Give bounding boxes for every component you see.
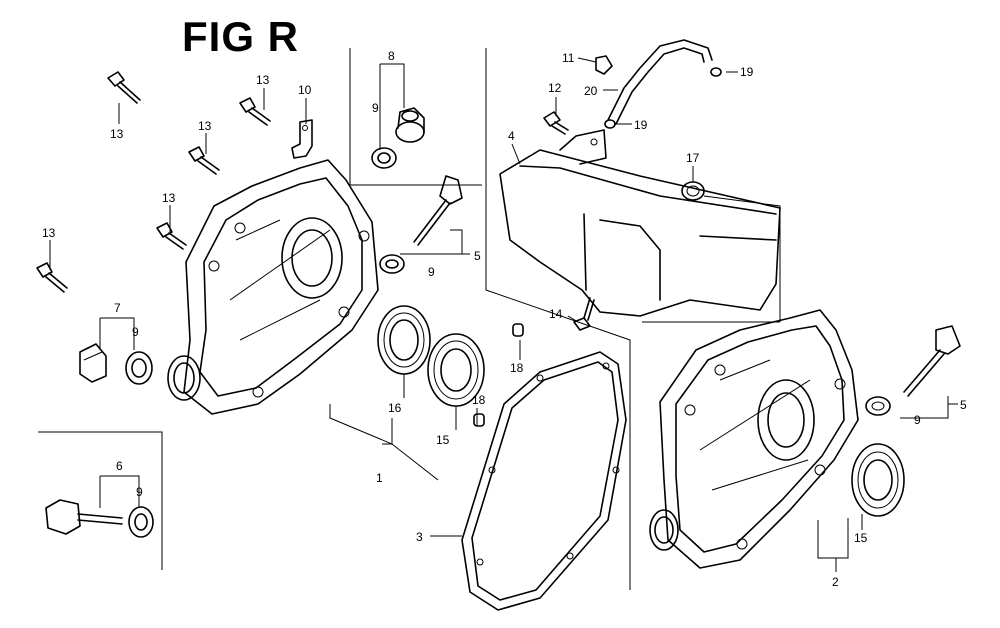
callout-5-right[interactable]: 5 (960, 398, 967, 412)
hose-clip-19-mid[interactable] (604, 119, 616, 129)
callout-9-right[interactable]: 9 (914, 413, 921, 427)
dipstick-5-right[interactable] (903, 325, 961, 397)
crankcase-cover-2[interactable] (649, 309, 859, 569)
callout-19-mid[interactable]: 19 (634, 118, 648, 132)
bolt-13-d[interactable] (156, 222, 187, 250)
bolt-13-b[interactable] (239, 97, 271, 126)
breather-hose-20[interactable] (607, 39, 713, 125)
callout-9-top[interactable]: 9 (372, 101, 379, 115)
callout-11[interactable]: 11 (562, 51, 575, 65)
dowel-pin-18-b[interactable] (473, 413, 485, 427)
callout-10[interactable]: 10 (298, 83, 312, 97)
bolt-14[interactable] (573, 297, 595, 331)
callout-6[interactable]: 6 (116, 459, 123, 473)
callout-8[interactable]: 8 (388, 49, 395, 63)
dowel-pin-18-a[interactable] (512, 323, 524, 337)
washer-9-boxed[interactable] (128, 506, 154, 538)
callout-4[interactable]: 4 (508, 129, 515, 143)
callout-13-c[interactable]: 13 (198, 119, 212, 133)
oil-tank-4[interactable] (499, 129, 781, 317)
callout-18-b[interactable]: 18 (472, 393, 486, 407)
section-dividers (38, 48, 780, 590)
callout-2[interactable]: 2 (832, 575, 839, 589)
callout-13-e[interactable]: 13 (42, 226, 56, 240)
callout-13-b[interactable]: 13 (256, 73, 270, 87)
callout-16[interactable]: 16 (388, 401, 402, 415)
callout-19-top[interactable]: 19 (740, 65, 754, 79)
o-ring-17[interactable] (681, 181, 705, 201)
callout-13-a[interactable]: 13 (110, 127, 124, 141)
bearing-15-right[interactable] (851, 443, 905, 517)
drain-plug-6[interactable] (45, 499, 123, 535)
dipstick-5-center[interactable] (413, 175, 463, 246)
callout-15-right[interactable]: 15 (854, 531, 868, 545)
figure-title: FIG R (182, 13, 299, 60)
gasket-3[interactable] (461, 351, 627, 611)
leader-lines (49, 57, 958, 572)
callout-3[interactable]: 3 (416, 530, 423, 544)
o-ring-9-right[interactable] (865, 396, 891, 416)
washer-9-left[interactable] (125, 351, 153, 385)
callout-9-center[interactable]: 9 (428, 265, 435, 279)
callout-labels: 1 2 3 4 5 5 6 7 8 9 9 9 9 9 10 11 12 13 … (42, 49, 967, 589)
bolt-12[interactable] (543, 111, 569, 135)
callout-5-center[interactable]: 5 (474, 249, 481, 263)
callout-17[interactable]: 17 (686, 151, 700, 165)
callout-1[interactable]: 1 (376, 471, 383, 485)
callout-7[interactable]: 7 (114, 301, 121, 315)
callout-9-left[interactable]: 9 (132, 325, 139, 339)
bracket-10[interactable] (291, 119, 313, 159)
callout-15-left[interactable]: 15 (436, 433, 450, 447)
bearing-16[interactable] (377, 305, 431, 375)
o-ring-9-center[interactable] (379, 254, 405, 274)
bolt-13-e[interactable] (36, 262, 68, 293)
hose-clip-11[interactable] (595, 55, 613, 75)
drain-plug-7[interactable] (79, 343, 107, 383)
o-ring-9-top[interactable] (371, 147, 397, 169)
oil-filler-plug-8[interactable] (395, 107, 425, 143)
callout-18-a[interactable]: 18 (510, 361, 524, 375)
callout-14[interactable]: 14 (549, 307, 563, 321)
callout-20[interactable]: 20 (584, 84, 598, 98)
hose-clip-19-top[interactable] (710, 67, 722, 77)
bolt-13-a[interactable] (107, 71, 141, 104)
crankcase-cover-1[interactable] (167, 159, 379, 415)
callout-13-d[interactable]: 13 (162, 191, 176, 205)
bolt-13-c[interactable] (188, 146, 220, 175)
callout-12[interactable]: 12 (548, 81, 562, 95)
callout-9-boxed[interactable]: 9 (136, 485, 143, 499)
